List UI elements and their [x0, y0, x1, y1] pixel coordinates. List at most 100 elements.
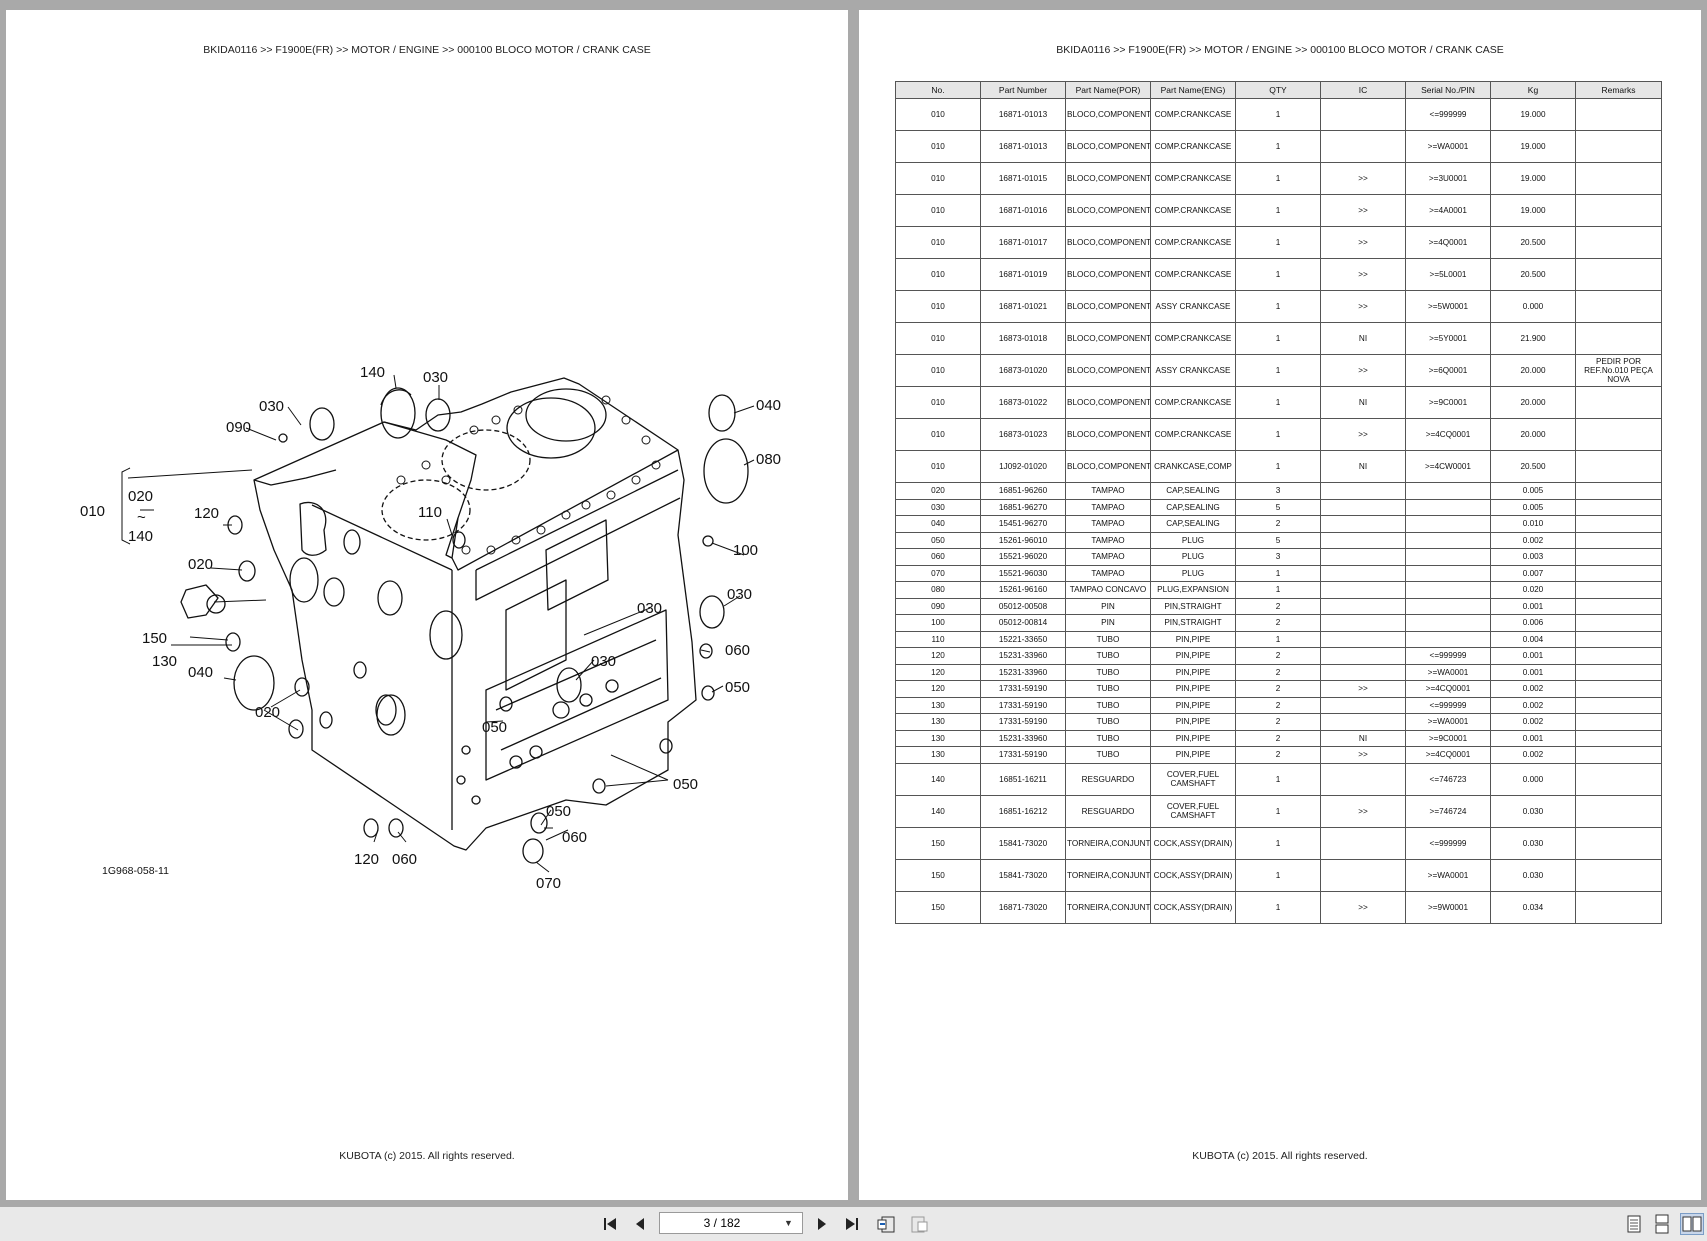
table-cell: 2 — [1235, 746, 1321, 764]
callout-070: 070 — [536, 875, 561, 892]
column-header: Serial No./PIN — [1405, 81, 1491, 99]
table-cell: NI — [1320, 450, 1406, 483]
page-dropdown-icon[interactable]: ▼ — [784, 1218, 793, 1228]
table-cell: 17331-59190 — [980, 680, 1066, 698]
column-header: No. — [895, 81, 981, 99]
next-view-button[interactable] — [908, 1213, 930, 1235]
table-cell: COVER,FUEL CAMSHAFT — [1150, 794, 1236, 828]
table-cell: PIN,STRAIGHT — [1150, 614, 1236, 632]
table-cell: PIN,STRAIGHT — [1150, 597, 1236, 615]
last-page-button[interactable] — [842, 1213, 862, 1235]
table-cell: 2 — [1235, 647, 1321, 665]
next-page-icon — [818, 1218, 826, 1230]
table-cell: COMP.CRANKCASE — [1150, 130, 1236, 163]
table-cell — [1575, 515, 1662, 533]
table-cell — [1575, 194, 1662, 227]
table-cell: COMP.CRANKCASE — [1150, 226, 1236, 259]
table-cell: 0.000 — [1490, 290, 1576, 323]
right-page: BKIDA0116 >> F1900E(FR) >> MOTOR / ENGIN… — [859, 10, 1701, 1200]
next-page-button[interactable] — [812, 1213, 832, 1235]
next-view-icon — [911, 1216, 928, 1233]
callout-120: 120 — [194, 505, 219, 522]
table-cell: 1 — [1235, 890, 1321, 924]
table-cell: 16873-01020 — [980, 354, 1066, 387]
single-page-view-button[interactable] — [1624, 1213, 1644, 1235]
table-cell: PIN — [1065, 614, 1151, 632]
table-cell: >> — [1320, 226, 1406, 259]
table-cell: TORNEIRA,CONJUNTO — [1065, 890, 1151, 924]
table-cell — [1575, 713, 1662, 731]
table-cell: 19.000 — [1490, 130, 1576, 163]
table-cell: 1 — [1235, 581, 1321, 599]
table-cell: COMP.CRANKCASE — [1150, 418, 1236, 451]
table-cell — [1575, 597, 1662, 615]
table-cell: >=4CW0001 — [1405, 450, 1491, 483]
table-cell: 2 — [1235, 663, 1321, 681]
table-cell — [1575, 418, 1662, 451]
table-cell: PLUG — [1150, 548, 1236, 566]
table-cell: 0.002 — [1490, 531, 1576, 549]
table-cell: >=4CQ0001 — [1405, 680, 1491, 698]
table-cell — [1575, 858, 1662, 892]
previous-view-button[interactable] — [876, 1213, 898, 1235]
table-cell: 16871-01015 — [980, 162, 1066, 195]
table-cell: <=746723 — [1405, 762, 1491, 796]
table-cell: 130 — [895, 729, 981, 747]
table-cell: TAMPAO CONCAVO — [1065, 581, 1151, 599]
table-cell: 0.005 — [1490, 482, 1576, 500]
page-number-field[interactable]: ▼ — [659, 1212, 803, 1234]
table-cell — [1575, 794, 1662, 828]
continuous-view-button[interactable] — [1652, 1213, 1672, 1235]
table-cell: >> — [1320, 418, 1406, 451]
table-cell: 16871-01016 — [980, 194, 1066, 227]
callout-090: 090 — [226, 419, 251, 436]
table-cell: 05012-00814 — [980, 614, 1066, 632]
page-number-input[interactable] — [660, 1215, 784, 1231]
callout-050: 050 — [546, 803, 571, 820]
table-cell: TUBO — [1065, 713, 1151, 731]
table-cell: 1 — [1235, 418, 1321, 451]
table-cell: 120 — [895, 663, 981, 681]
table-cell: >=9W0001 — [1405, 890, 1491, 924]
table-cell: 0.002 — [1490, 696, 1576, 714]
table-cell: 16873-01018 — [980, 322, 1066, 355]
table-cell: 19.000 — [1490, 98, 1576, 131]
callout-060: 060 — [392, 851, 417, 868]
table-cell: 140 — [895, 794, 981, 828]
first-page-button[interactable] — [600, 1213, 620, 1235]
table-cell: >=3U0001 — [1405, 162, 1491, 195]
table-cell: 1 — [1235, 858, 1321, 892]
table-cell: 20.500 — [1490, 226, 1576, 259]
table-cell: 0.030 — [1490, 794, 1576, 828]
table-cell: PIN,PIPE — [1150, 729, 1236, 747]
table-cell — [1575, 614, 1662, 632]
table-cell: >=746724 — [1405, 794, 1491, 828]
table-cell: 0.002 — [1490, 680, 1576, 698]
table-cell — [1405, 515, 1491, 533]
table-cell: 1 — [1235, 450, 1321, 483]
table-header-row: No. Part Number Part Name(POR) Part Name… — [895, 81, 1662, 99]
table-cell: <=999999 — [1405, 98, 1491, 131]
table-cell: 090 — [895, 597, 981, 615]
table-cell — [1575, 696, 1662, 714]
table-cell: RESGUARDO — [1065, 762, 1151, 796]
table-cell: PIN,PIPE — [1150, 647, 1236, 665]
table-cell: CAP,SEALING — [1150, 482, 1236, 500]
table-cell — [1575, 290, 1662, 323]
callout-140: 140 — [128, 528, 153, 545]
table-cell: COCK,ASSY(DRAIN) — [1150, 890, 1236, 924]
two-page-view-button[interactable] — [1680, 1213, 1704, 1235]
table-cell: 010 — [895, 290, 981, 323]
table-cell — [1320, 696, 1406, 714]
previous-page-button[interactable] — [630, 1213, 650, 1235]
table-cell: 20.000 — [1490, 418, 1576, 451]
table-cell — [1320, 98, 1406, 131]
table-cell: >=9C0001 — [1405, 729, 1491, 747]
table-cell: 16851-16211 — [980, 762, 1066, 796]
